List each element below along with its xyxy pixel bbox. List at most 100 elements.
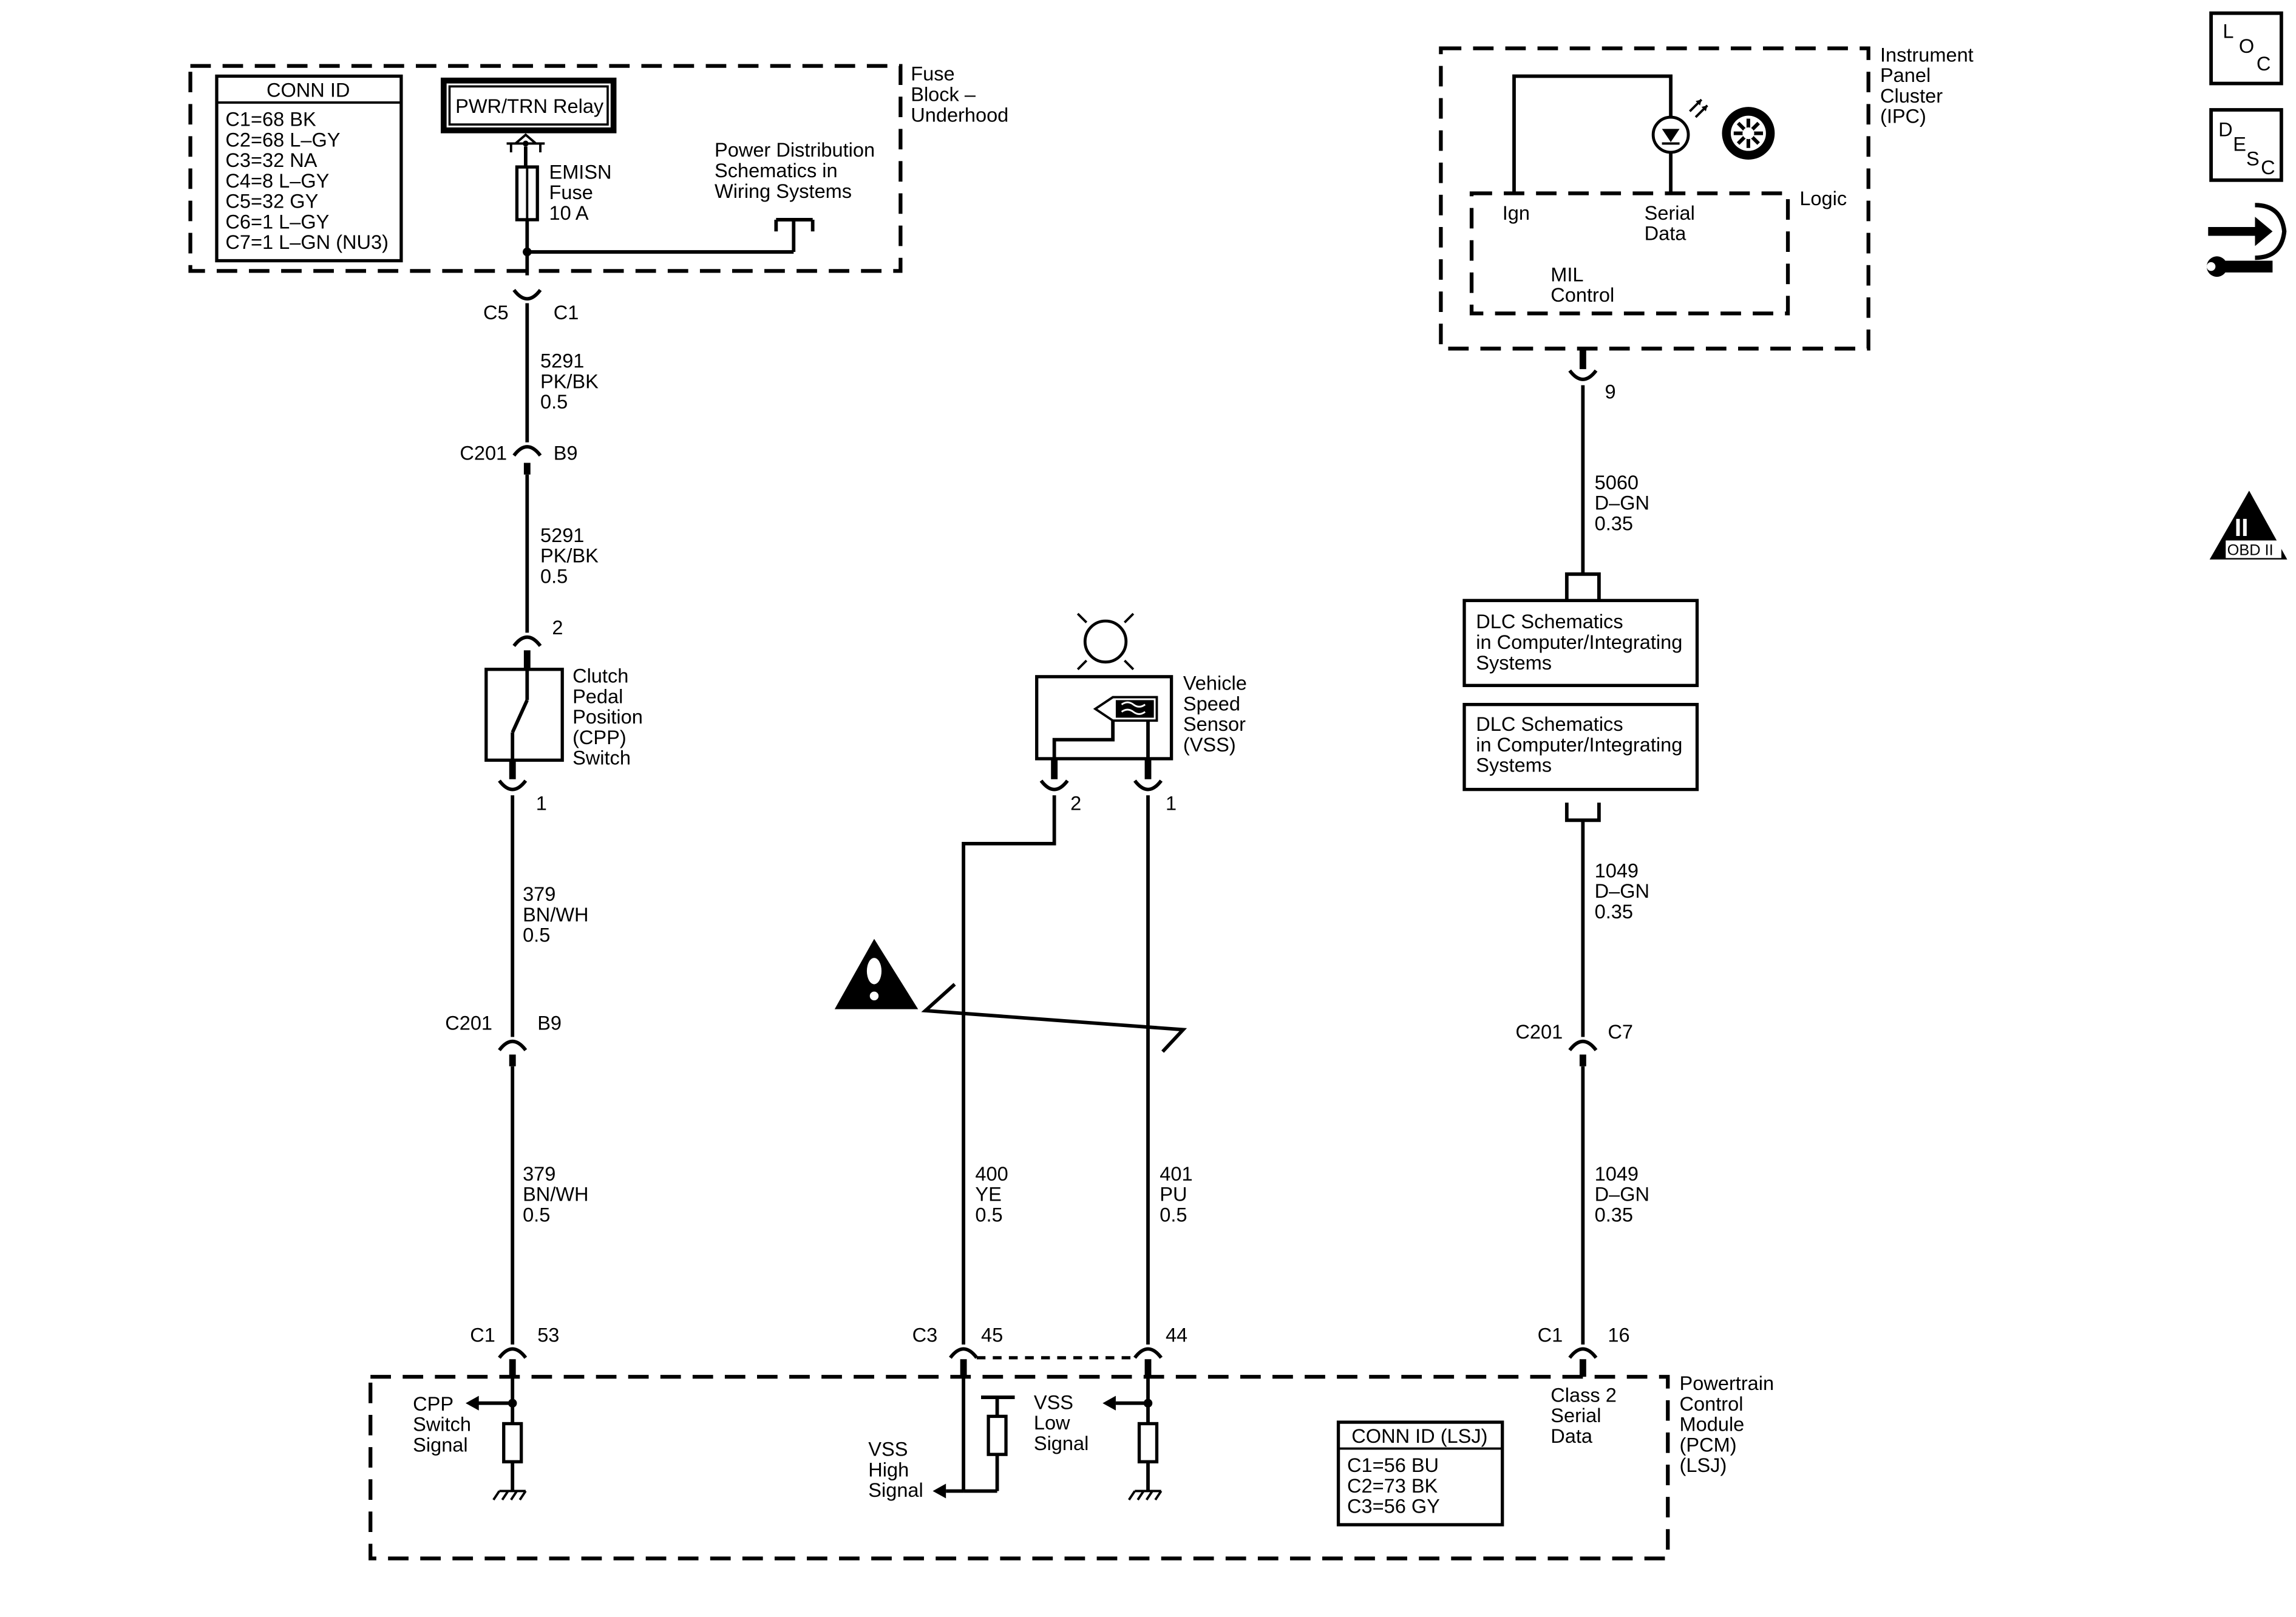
connector-c201-b9-2 <box>498 1039 528 1051</box>
c201-label-2: C201 <box>445 1012 492 1034</box>
wire-1049-label: 1049 D–GN 0.35 <box>1595 859 1655 923</box>
cpp-switch <box>484 668 564 762</box>
obd-ii-icon[interactable]: II OBD II <box>2209 490 2288 560</box>
dlc-connector-top <box>1564 572 1601 601</box>
wire-379-label-2: 379 BN/WH 0.5 <box>523 1163 594 1226</box>
engine-icon <box>1722 107 1775 160</box>
emisn-fuse-label: EMISN Fuse 10 A <box>549 161 617 224</box>
connector-tool-icon[interactable] <box>2206 203 2287 277</box>
ipc-pin-9 <box>1568 369 1598 381</box>
pcm-c1-label-2: C1 <box>1538 1324 1563 1346</box>
pcm-conn-id-title: CONN ID (LSJ) <box>1351 1425 1487 1447</box>
vss-pin-1 <box>1133 779 1163 792</box>
pcm-pin-53: 53 <box>537 1324 559 1346</box>
ipc-logic-outline <box>1469 191 1790 316</box>
connector-c201-b9 <box>512 445 542 457</box>
cpp-switch-signal-label: CPP Switch Signal <box>413 1393 477 1456</box>
ipc-pin-9-label: 9 <box>1605 381 1616 402</box>
pcm-c3-label: C3 <box>912 1324 938 1346</box>
instrument-panel-cluster: Instrument Panel Cluster (IPC) Logic Ign… <box>1439 44 1974 351</box>
vss-pin-1-label: 1 <box>1166 792 1177 814</box>
wire-400-label: 400 YE 0.5 <box>975 1163 1013 1226</box>
conn-id-title: CONN ID <box>267 79 350 101</box>
loc-icon[interactable]: L O C <box>2209 11 2283 86</box>
pcm-pin-45: 45 <box>981 1324 1003 1346</box>
svg-text:C: C <box>2257 53 2271 75</box>
power-distribution-note: Power Distribution Schematics in Wiring … <box>715 139 880 202</box>
c201-pin-c7: C7 <box>1608 1021 1633 1043</box>
pcm-pin-44: 44 <box>1166 1324 1187 1346</box>
vehicle-speed-icon <box>1076 612 1135 671</box>
ipc-ign-label: Ign <box>1503 202 1530 224</box>
twisted-pair-marker <box>921 983 1187 1053</box>
cpp-switch-pin-2 <box>512 635 542 647</box>
ground-icon <box>492 1490 527 1501</box>
wire-400-ye <box>962 795 1056 1345</box>
vss-sensor-label: Vehicle Speed Sensor (VSS) <box>1183 673 1252 756</box>
pcm-pin-16: 16 <box>1608 1324 1629 1346</box>
powertrain-control-module: Powertrain Control Module (PCM) (LSJ) CP… <box>369 1372 1774 1561</box>
class2-serial-data-label: Class 2 Serial Data <box>1550 1384 1622 1447</box>
vss-low-signal-label: VSS Low Signal <box>1034 1391 1089 1454</box>
pcm-connector-c3-44 <box>1133 1347 1163 1359</box>
svg-text:O: O <box>2239 35 2254 57</box>
pcm-c1-label: C1 <box>470 1324 495 1346</box>
dlc-connector-bottom <box>1564 802 1601 822</box>
svg-text:S: S <box>2246 148 2260 170</box>
wire-401-label: 401 PU 0.5 <box>1160 1163 1198 1226</box>
pcm-outline <box>369 1375 1670 1561</box>
ipc-serial-label: Serial Data <box>1645 202 1700 245</box>
relay-label: PWR/TRN Relay <box>455 95 604 117</box>
ipc-ign-wire <box>1512 74 1673 194</box>
cpp-pin-2-label: 2 <box>552 617 563 639</box>
ipc-outline <box>1439 46 1870 351</box>
fuse-block-underhood: Fuse Block – Underhood CONN ID C1=68 BK … <box>188 63 1008 276</box>
cpp-pin-1-label: 1 <box>536 792 547 814</box>
c201-label-3: C201 <box>1515 1021 1563 1043</box>
conn-id-list: C1=68 BK C2=68 L–GY C3=32 NA C4=8 L–GY C… <box>225 109 389 254</box>
conn-c1-label: C1 <box>554 302 579 324</box>
svg-text:II: II <box>2235 514 2249 541</box>
caution-icon <box>834 938 919 1009</box>
pcm-connector-c3-45 <box>949 1347 979 1359</box>
wire-379-label: 379 BN/WH 0.5 <box>523 883 594 946</box>
vss-low-signal-circuit <box>1102 1377 1163 1501</box>
dlc-schematics-box-2: DLC Schematics in Computer/Integrating S… <box>1462 703 1699 792</box>
cpp-circuit: C5 C1 5291 PK/BK 0.5 C201 B9 5291 PK/BK … <box>445 288 648 1377</box>
pwr-trn-relay: PWR/TRN Relay <box>441 77 617 134</box>
cpp-signal-circuit <box>466 1377 527 1501</box>
pcm-connector-c1-16 <box>1568 1347 1598 1359</box>
c201-pin-b9-2: B9 <box>537 1012 562 1034</box>
svg-text:D: D <box>2218 118 2233 140</box>
svg-text:DLC Schematics in Comp: DLC Schematics in Computer/Integrating S… <box>1476 611 1688 674</box>
ipc-logic-label: Logic <box>1799 188 1847 209</box>
c201-label: C201 <box>460 442 507 464</box>
svg-text:OBD II: OBD II <box>2227 542 2274 559</box>
wire-5060-label: 5060 D–GN 0.35 <box>1595 472 1655 535</box>
vss-pin-2-label: 2 <box>1070 792 1081 814</box>
vss-circuit: Vehicle Speed Sensor (VSS) 2 1 400 YE 0.… <box>834 612 1252 1377</box>
wire-1049-label-2: 1049 D–GN 0.35 <box>1595 1163 1655 1226</box>
mil-lamp-icon <box>1651 98 1708 154</box>
fuse-block-outline <box>188 64 903 273</box>
power-distribution-connector <box>774 218 815 253</box>
cpp-switch-label: Clutch Pedal Position (CPP) Switch <box>572 665 648 768</box>
wire-5291-label-2: 5291 PK/BK 0.5 <box>540 524 604 588</box>
desc-icon[interactable]: D E S C <box>2209 108 2283 182</box>
conn-c5-label: C5 <box>483 302 509 324</box>
cpp-switch-pin-1 <box>498 779 528 792</box>
fuse-block-conn-id-table: CONN ID C1=68 BK C2=68 L–GY C3=32 NA C4=… <box>215 74 403 263</box>
vss-high-signal-label: VSS High Signal <box>868 1439 923 1502</box>
pcm-conn-id-list: C1=56 BU C2=73 BK C3=56 GY <box>1347 1454 1444 1517</box>
wire-5291-label: 5291 PK/BK 0.5 <box>540 350 604 413</box>
vss-sensor <box>1035 675 1173 761</box>
dlc-schematics-box-1: DLC Schematics in Computer/Integrating S… <box>1462 598 1699 687</box>
ipc-mil-label: MIL Control <box>1550 263 1614 306</box>
class2-circuit: 9 5060 D–GN 0.35 DLC Schematics in Compu… <box>1462 348 1699 1377</box>
ground-icon-2 <box>1128 1490 1163 1501</box>
svg-text:DLC Schematics in Comp: DLC Schematics in Computer/Integrating S… <box>1476 713 1688 776</box>
fuse-block-title: Fuse Block – Underhood <box>911 63 1008 126</box>
pcm-connector-c1-53 <box>498 1347 528 1359</box>
vss-pin-2 <box>1039 779 1069 792</box>
